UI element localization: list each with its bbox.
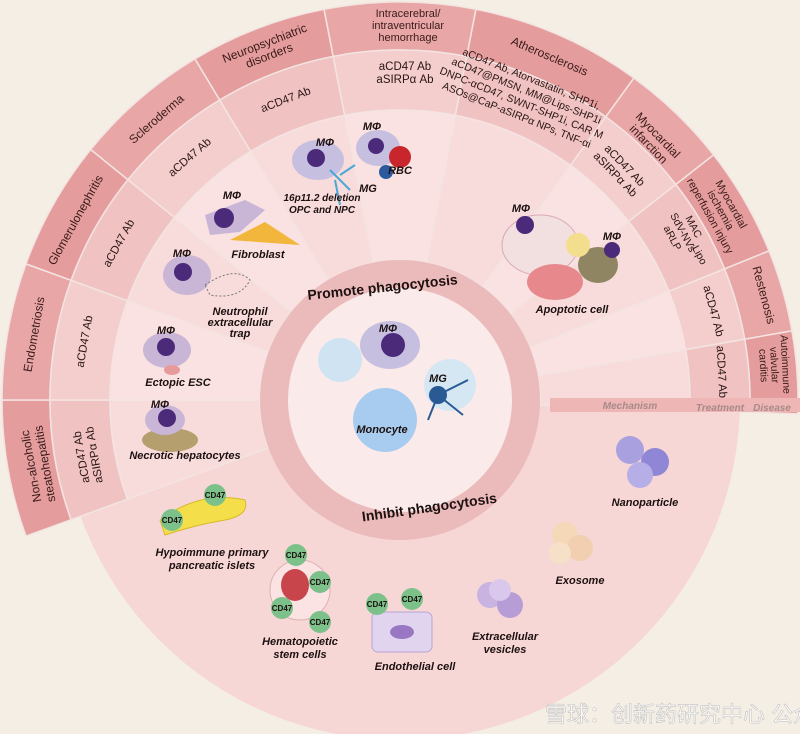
cd47-marker [161, 509, 183, 531]
rbc-illustration: MΦ RBC MG [356, 121, 413, 195]
disease-nash: Non-alcoholicsteatohepatitis [17, 424, 58, 505]
legend-treatment: Treatment [696, 403, 745, 414]
cd47-label: CD47 [310, 578, 331, 587]
microglia-icon [379, 165, 393, 179]
esc-icon [164, 365, 180, 375]
label-microglia: MG [429, 373, 447, 385]
apoptotic-cell-shape [566, 233, 590, 257]
pancreas-icon [159, 497, 247, 536]
fibroblast-illustration: MΦ Fibroblast [205, 190, 300, 261]
label-nanoparticle: Nanoparticle [612, 497, 679, 509]
cd47-label: CD47 [402, 595, 423, 604]
label-macrophage: MΦ [316, 137, 334, 149]
ring-legend: Mechanism Treatment Disease [550, 398, 800, 414]
cd47-label: CD47 [162, 516, 183, 525]
label-macrophage: MΦ [151, 399, 169, 411]
monocyte-shape [353, 388, 417, 452]
exosome-shape [549, 542, 571, 564]
cd47-marker [309, 611, 331, 633]
nanoparticle-shape [627, 462, 653, 488]
macrophage-nucleus-icon [307, 149, 325, 167]
macrophage-nucleus-icon [368, 138, 384, 154]
vesicle-shape [489, 579, 511, 601]
label-macrophage: MΦ [603, 231, 621, 243]
cd47-label: CD47 [310, 618, 331, 627]
macrophage-nucleus-icon [214, 208, 234, 228]
macrophage-nucleus-icon [174, 263, 192, 281]
net-mesh-icon [204, 273, 251, 297]
label-rbc: RBC [388, 165, 413, 177]
endothelial-illustration: CD47 CD47 Endothelial cell [366, 588, 456, 673]
stem-cell-nucleus [281, 569, 309, 601]
disease-autoimmune: Autoimmunevalvularcarditis [755, 335, 792, 396]
label-endothelial: Endothelial cell [375, 661, 457, 673]
cd47-label: CD47 [205, 491, 226, 500]
apoptotic-illustration: MΦ MΦ Apoptotic cell [501, 203, 621, 316]
exosome-illustration: Exosome [549, 522, 604, 587]
label-necrotic: Necrotic hepatocytes [129, 450, 240, 462]
label-macrophage: MΦ [157, 325, 175, 337]
label-macrophage: MΦ [363, 121, 381, 133]
cd47-label: CD47 [367, 600, 388, 609]
monocyte-shape [424, 359, 476, 411]
exosome-shape [567, 535, 593, 561]
legend-disease: Disease [753, 403, 791, 414]
rbc-icon [389, 146, 411, 168]
macrophage-nucleus-icon [381, 333, 405, 357]
apoptotic-cell-shape [527, 264, 583, 300]
fibroblast-shape [230, 222, 300, 245]
label-macrophage: MΦ [223, 190, 241, 202]
cd47-marker [401, 588, 423, 610]
ectopic-esc-illustration: MΦ Ectopic ESC [143, 325, 212, 389]
hepatocyte-shape [142, 428, 198, 452]
nanoparticle-shape [616, 436, 644, 464]
label-fibroblast: Fibroblast [231, 249, 286, 261]
cd47-marker [309, 571, 331, 593]
label-monocyte: Monocyte [356, 424, 407, 436]
endothelial-nucleus [390, 625, 414, 639]
macrophage-nucleus-icon [604, 242, 620, 258]
cd47-marker [366, 593, 388, 615]
cd47-marker [271, 597, 293, 619]
label-macrophage: MΦ [512, 203, 530, 215]
cd47-label: CD47 [286, 551, 307, 560]
legend-bar [550, 398, 800, 412]
necrotic-illustration: MΦ Necrotic hepatocytes [129, 399, 240, 462]
cd47-marker [285, 544, 307, 566]
label-exosome: Exosome [556, 575, 605, 587]
label-macrophage: MΦ [379, 323, 397, 335]
label-microglia: MG [359, 183, 377, 195]
label-ectopic-esc: Ectopic ESC [145, 377, 211, 389]
neuron-icon [329, 164, 356, 206]
label-apoptotic: Apoptotic cell [535, 304, 610, 316]
label-macrophage: MΦ [173, 248, 191, 260]
macrophage-nucleus-icon [157, 338, 175, 356]
watermark: 雪球：创新药研究中心 公众号·头孢大陆 [545, 702, 800, 727]
nanoparticle-illustration: Nanoparticle [612, 436, 679, 509]
monocyte-shape [318, 338, 362, 382]
treatment-autoimmune: aCD47 Ab [714, 345, 729, 398]
cd47-marker [204, 484, 226, 506]
legend-mechanism: Mechanism [603, 401, 658, 412]
cd47-label: CD47 [272, 604, 293, 613]
macrophage-nucleus-icon [516, 216, 534, 234]
macrophage-nucleus-icon [158, 409, 176, 427]
microglia-processes-icon [427, 379, 469, 421]
